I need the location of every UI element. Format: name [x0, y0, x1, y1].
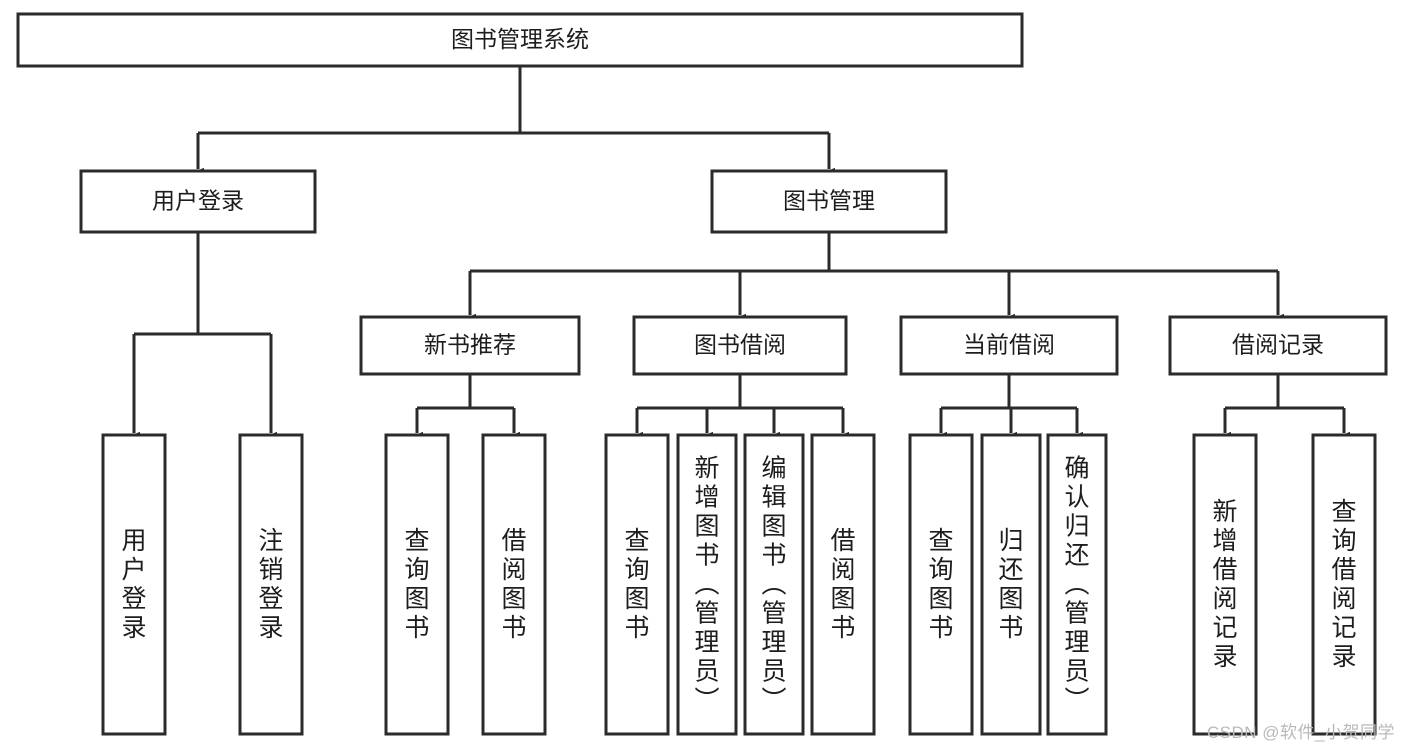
node-box[interactable] — [1046, 433, 1108, 736]
node-box[interactable] — [676, 433, 738, 736]
node-l1[interactable]: 用户登录 — [101, 433, 167, 736]
node-l4[interactable]: 借阅图书 — [481, 433, 547, 736]
node-label: 图书借阅 — [694, 332, 786, 358]
node-box[interactable] — [899, 315, 1119, 376]
node-n-book[interactable]: 图书管理 — [710, 169, 948, 234]
node-label-vertical: 新增借阅记录 — [1212, 498, 1237, 671]
node-label-vertical: 编辑图书︵管理员︶ — [761, 455, 786, 715]
node-root[interactable]: 图书管理系统 — [16, 12, 1024, 68]
node-box[interactable] — [908, 433, 974, 736]
node-label-vertical: 新增图书︵管理员︶ — [694, 455, 719, 715]
node-label-vertical: 借阅图书 — [830, 527, 855, 642]
node-l6[interactable]: 新增图书︵管理员︶ — [676, 433, 738, 736]
node-l9[interactable]: 查询图书 — [908, 433, 974, 736]
node-label-vertical: 注销登录 — [258, 527, 283, 642]
node-label: 图书管理 — [783, 188, 875, 214]
node-n-borrow[interactable]: 图书借阅 — [632, 315, 848, 376]
node-label: 借阅记录 — [1232, 332, 1324, 358]
node-label-vertical: 查询图书 — [404, 527, 429, 642]
node-l3[interactable]: 查询图书 — [384, 433, 450, 736]
node-box[interactable] — [16, 12, 1024, 68]
node-label-vertical: 用户登录 — [121, 527, 146, 642]
node-box[interactable] — [632, 315, 848, 376]
nodes-layer: 图书管理系统用户登录图书管理新书推荐图书借阅当前借阅借阅记录用户登录注销登录查询… — [16, 12, 1388, 736]
node-l11[interactable]: 确认归还︵管理员︶ — [1046, 433, 1108, 736]
node-box[interactable] — [1168, 315, 1388, 376]
node-box[interactable] — [604, 433, 670, 736]
node-l7[interactable]: 编辑图书︵管理员︶ — [743, 433, 805, 736]
node-label: 用户登录 — [152, 188, 244, 214]
node-box[interactable] — [359, 315, 581, 376]
node-box[interactable] — [238, 433, 304, 736]
node-box[interactable] — [980, 433, 1042, 736]
node-box[interactable] — [1192, 433, 1258, 736]
node-l2[interactable]: 注销登录 — [238, 433, 304, 736]
node-l12[interactable]: 新增借阅记录 — [1192, 433, 1258, 736]
node-box[interactable] — [743, 433, 805, 736]
node-label: 新书推荐 — [424, 332, 516, 358]
node-l13[interactable]: 查询借阅记录 — [1311, 433, 1377, 736]
node-l5[interactable]: 查询图书 — [604, 433, 670, 736]
node-n-record[interactable]: 借阅记录 — [1168, 315, 1388, 376]
edges-layer — [127, 66, 1350, 443]
node-label-vertical: 查询图书 — [928, 527, 953, 642]
node-box[interactable] — [810, 433, 876, 736]
node-label-vertical: 查询图书 — [624, 527, 649, 642]
node-label-vertical: 查询借阅记录 — [1331, 498, 1356, 671]
node-l8[interactable]: 借阅图书 — [810, 433, 876, 736]
node-box[interactable] — [79, 169, 317, 234]
node-label: 当前借阅 — [963, 332, 1055, 358]
node-label: 图书管理系统 — [451, 26, 589, 52]
node-l10[interactable]: 归还图书 — [980, 433, 1042, 736]
node-n-current[interactable]: 当前借阅 — [899, 315, 1119, 376]
node-box[interactable] — [384, 433, 450, 736]
node-n-new[interactable]: 新书推荐 — [359, 315, 581, 376]
node-n-login[interactable]: 用户登录 — [79, 169, 317, 234]
node-label-vertical: 确认归还︵管理员︶ — [1064, 455, 1089, 715]
node-label-vertical: 归还图书 — [998, 527, 1023, 642]
node-box[interactable] — [101, 433, 167, 736]
node-box[interactable] — [710, 169, 948, 234]
node-box[interactable] — [1311, 433, 1377, 736]
node-label-vertical: 借阅图书 — [501, 527, 526, 642]
node-box[interactable] — [481, 433, 547, 736]
